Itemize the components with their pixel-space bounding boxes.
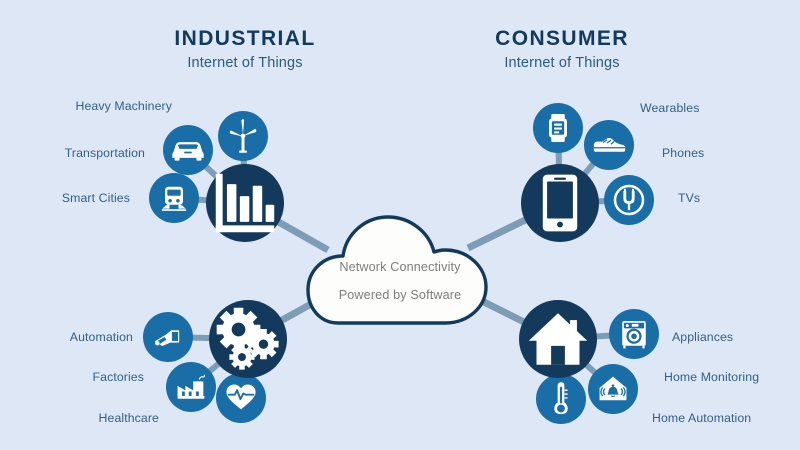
node-phones-label: Phones (662, 146, 704, 160)
node-home-automation-label: Home Automation (652, 411, 751, 425)
bar-chart-icon (215, 173, 275, 233)
node-appliances-label: Appliances (672, 330, 733, 344)
node-wearables[interactable] (533, 103, 583, 153)
node-tvs[interactable] (604, 175, 654, 225)
cloud-shape (306, 215, 488, 325)
smartphone-icon (542, 174, 578, 232)
industrial-heading-title: INDUSTRIAL (174, 27, 315, 50)
cloud-line-2: Powered by Software (339, 288, 462, 302)
consumer-heading-subtitle: Internet of Things (504, 55, 619, 71)
node-smart-cities-label: Smart Cities (62, 191, 130, 205)
node-phones[interactable] (584, 120, 634, 170)
node-factories[interactable] (166, 362, 216, 412)
node-home-monitoring-label: Home Monitoring (664, 370, 759, 384)
wind-turbine-icon (229, 119, 257, 153)
node-healthcare[interactable] (216, 373, 266, 423)
node-smart-cities[interactable] (149, 173, 199, 223)
hub-smartphone[interactable] (521, 164, 599, 242)
section-headings: INDUSTRIAL Internet of Things CONSUMER Inte… (174, 27, 629, 71)
node-healthcare-label: Healthcare (99, 411, 160, 425)
robot-arm-icon (154, 330, 180, 346)
hub-gears[interactable] (209, 300, 287, 378)
node-heavy-machinery[interactable] (218, 111, 268, 161)
house-icon (528, 313, 588, 365)
node-transportation-label: Transportation (65, 146, 145, 160)
consumer-heading-title: CONSUMER (495, 27, 629, 50)
node-home-monitoring[interactable] (588, 364, 638, 414)
heart-pulse-icon (226, 384, 256, 410)
node-home-automation[interactable] (536, 374, 586, 424)
car-icon (172, 142, 204, 161)
train-icon (161, 186, 187, 211)
gears-icon (216, 307, 279, 370)
washing-machine-icon (622, 321, 646, 349)
hub-analytics[interactable] (206, 164, 284, 242)
hub-home[interactable] (519, 300, 597, 378)
node-automation-label: Automation (70, 330, 133, 344)
node-automation[interactable] (143, 312, 193, 362)
power-plug-icon (613, 184, 645, 216)
node-wearables-label: Wearables (640, 101, 699, 115)
home-alarm-icon (599, 376, 627, 401)
cloud-line-1: Network Connectivity (339, 260, 461, 274)
factory-icon (177, 374, 206, 399)
node-factories-label: Factories (93, 370, 144, 384)
node-transportation[interactable] (163, 125, 213, 175)
thermometer-icon (554, 382, 568, 415)
node-circles (143, 103, 659, 424)
node-tvs-label: TVs (678, 191, 700, 205)
sneaker-icon (593, 137, 626, 152)
node-heavy-machinery-label: Heavy Machinery (76, 99, 173, 113)
smartwatch-icon (549, 114, 567, 142)
node-appliances[interactable] (609, 309, 659, 359)
industrial-heading-subtitle: Internet of Things (187, 55, 302, 71)
